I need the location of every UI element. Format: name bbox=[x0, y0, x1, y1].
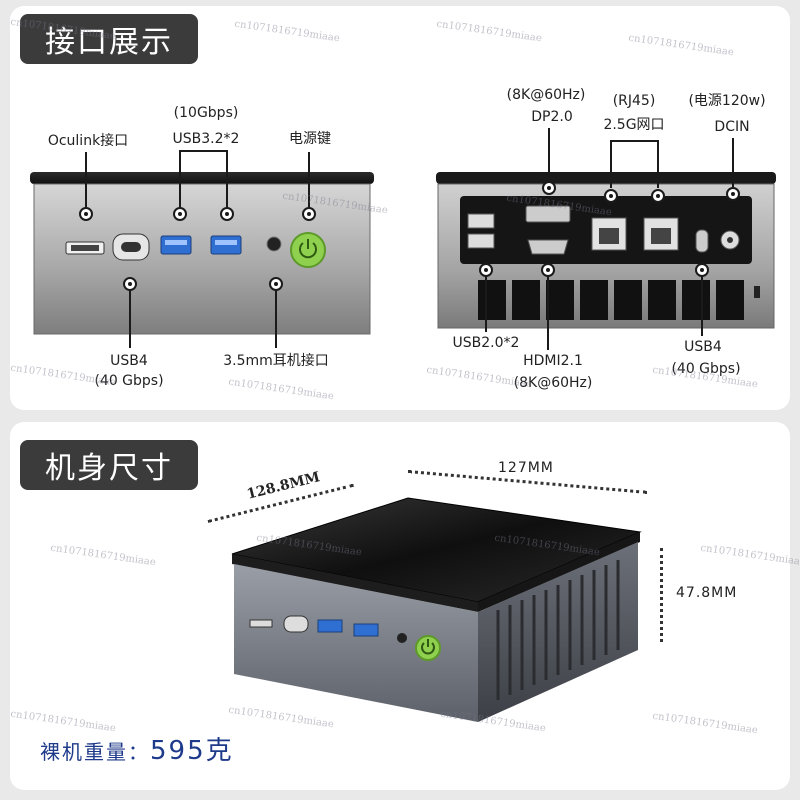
callout-dot bbox=[269, 277, 283, 291]
label-oculink: Oculink接口 bbox=[47, 133, 129, 149]
weight-value: 595克 bbox=[150, 736, 234, 766]
callout-bracket bbox=[610, 140, 659, 142]
width-value: 127MM bbox=[498, 460, 554, 476]
height-value: 47.8MM bbox=[676, 585, 738, 601]
label-rear-usb4-speed: (40 Gbps) bbox=[671, 361, 741, 377]
callout-dot bbox=[123, 277, 137, 291]
label-front-usb4-speed: (40 Gbps) bbox=[94, 373, 164, 389]
callout-line bbox=[547, 276, 549, 350]
callout-dot bbox=[726, 187, 740, 201]
callout-dot bbox=[695, 263, 709, 277]
label-audio: 3.5mm耳机接口 bbox=[223, 353, 329, 369]
callout-line bbox=[657, 140, 659, 188]
callout-dot bbox=[542, 181, 556, 195]
callout-dot bbox=[651, 189, 665, 203]
label-hdmi: HDMI2.1 bbox=[523, 353, 583, 369]
callout-dot bbox=[479, 263, 493, 277]
callout-dot bbox=[302, 207, 316, 221]
label-power-key: 电源键 bbox=[289, 131, 331, 147]
callout-dot bbox=[79, 207, 93, 221]
ports-section-title: 接口展示 bbox=[20, 14, 198, 64]
callout-line bbox=[732, 138, 734, 190]
size-section-title: 机身尺寸 bbox=[20, 440, 198, 490]
callout-line bbox=[179, 150, 181, 212]
callout-line bbox=[485, 276, 487, 332]
callout-dot bbox=[604, 189, 618, 203]
label-usb20: USB2.0*2 bbox=[452, 335, 520, 351]
device-isometric-image bbox=[231, 497, 642, 722]
callout-dot bbox=[541, 263, 555, 277]
callout-line bbox=[275, 290, 277, 348]
label-dp-resolution: (8K@60Hz) bbox=[506, 87, 586, 103]
callout-dot bbox=[220, 207, 234, 221]
callout-line bbox=[701, 276, 703, 336]
label-dcin: DCIN bbox=[714, 119, 750, 135]
callout-line bbox=[548, 128, 550, 184]
label-rj45: (RJ45) bbox=[612, 93, 656, 109]
callout-line bbox=[610, 140, 612, 188]
callout-line bbox=[129, 290, 131, 348]
height-dimension-line bbox=[660, 548, 663, 642]
callout-line bbox=[226, 150, 228, 212]
callout-dot bbox=[173, 207, 187, 221]
label-usb32-speed: (10Gbps) bbox=[173, 105, 239, 121]
label-dp: DP2.0 bbox=[531, 109, 573, 125]
label-usb32: USB3.2*2 bbox=[172, 131, 240, 147]
label-front-usb4: USB4 bbox=[110, 353, 148, 369]
label-rear-usb4: USB4 bbox=[684, 339, 722, 355]
label-lan: 2.5G网口 bbox=[603, 117, 665, 133]
front-device-image bbox=[30, 172, 374, 335]
weight-label: 裸机重量： bbox=[40, 740, 150, 764]
rear-device-image bbox=[436, 172, 776, 329]
callout-bracket bbox=[179, 150, 228, 152]
callout-line bbox=[308, 152, 310, 212]
label-power-spec: (电源120w) bbox=[688, 93, 766, 109]
callout-line bbox=[85, 152, 87, 212]
label-hdmi-resolution: (8K@60Hz) bbox=[513, 375, 593, 391]
weight-info: 裸机重量：595克 bbox=[40, 730, 234, 767]
